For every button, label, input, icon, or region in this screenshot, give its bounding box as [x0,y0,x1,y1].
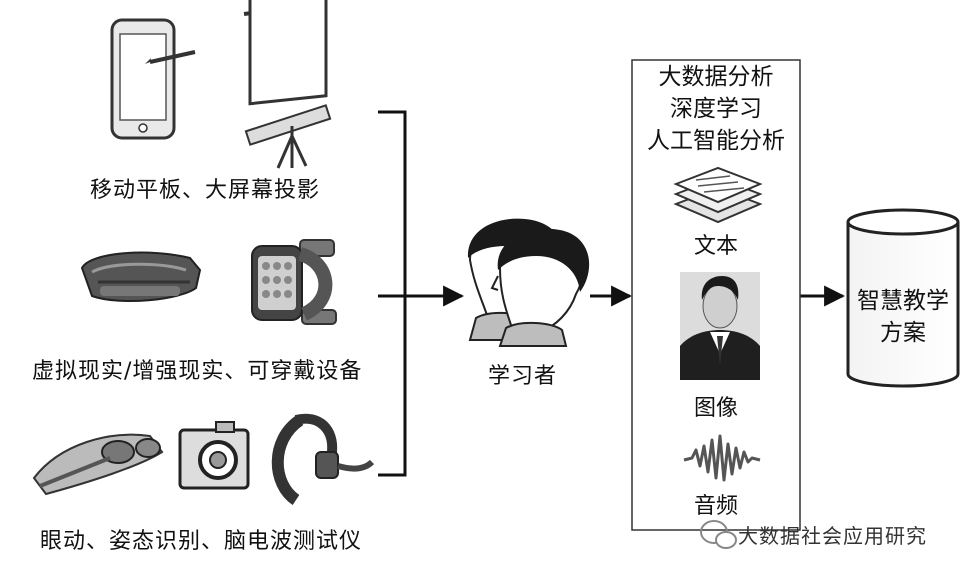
tablet-icon [110,18,196,140]
image-label: 图像 [693,396,738,421]
projector-screen-icon [243,0,332,169]
plan-line1: 智慧教学 [857,288,949,314]
wechat-icon [700,520,737,549]
smartwatch-icon [251,239,337,325]
devices-row2-label: 虚拟现实/增强现实、可穿戴设备 [32,359,363,384]
learner-label: 学习者 [488,364,558,389]
analysis-line1: 大数据分析 [658,64,774,90]
document-stack-icon [673,166,763,224]
analysis-line2: 深度学习 [670,96,762,122]
learner-heads-icon [467,218,590,347]
text-label: 文本 [693,234,738,259]
audio-label: 音频 [693,494,738,519]
vr-headset-icon [80,251,202,303]
eeg-headset-icon [271,413,375,505]
devices-row1-label: 移动平板、大屏幕投影 [90,178,321,203]
device-bracket [378,110,407,477]
audio-waveform-icon [683,434,761,482]
camera-icon [178,421,250,490]
smart-teaching-cylinder [846,208,960,388]
devices-row3-label: 眼动、姿态识别、脑电波测试仪 [40,529,363,554]
plan-line2: 方案 [880,320,926,346]
analysis-line3: 人工智能分析 [647,128,785,154]
eye-tracker-glasses-icon [32,433,164,496]
portrait-photo [680,272,760,380]
watermark-text: 大数据社会应用研究 [738,524,927,548]
